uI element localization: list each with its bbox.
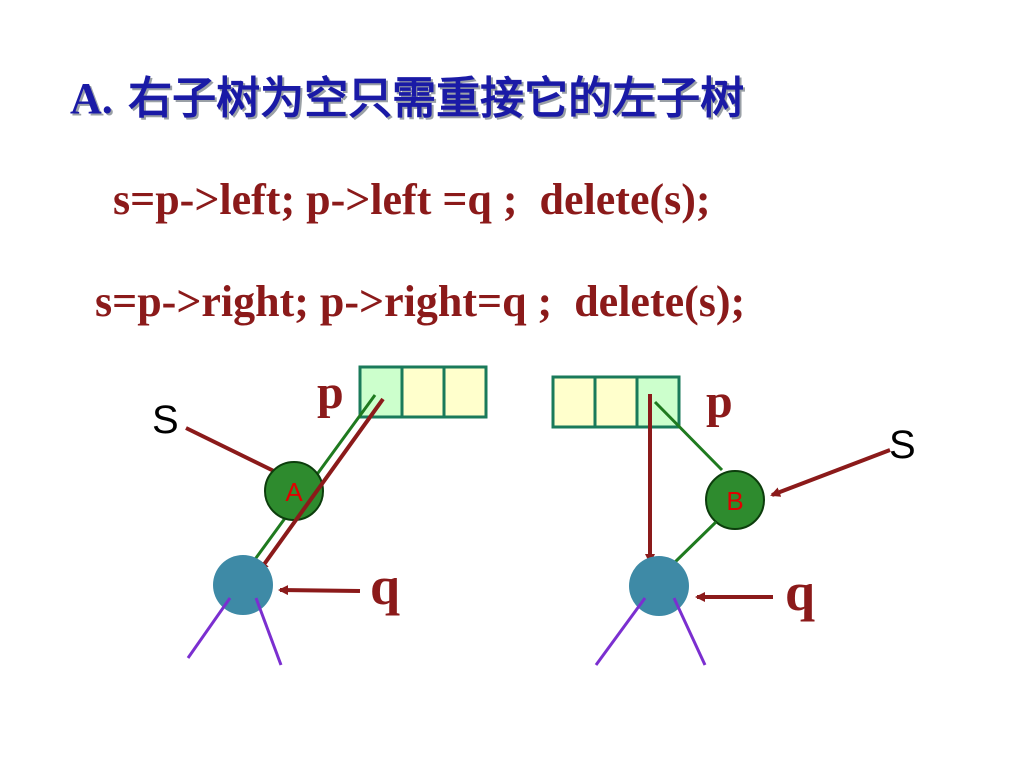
- right-subtree-edge-right: [672, 597, 707, 666]
- left-q-label: q: [370, 556, 400, 616]
- right-s-label: S: [889, 423, 916, 467]
- code-line-left: s=p->left; p->left =q ; delete(s);: [113, 175, 711, 224]
- left-diagram: p S A q: [152, 365, 488, 666]
- heading-text: 右子树为空只需重接它的左子树: [128, 73, 745, 124]
- right-p-label: p: [706, 375, 733, 428]
- slide-heading: A. 右子树为空只需重接它的左子树: [70, 62, 1000, 126]
- right-s-arrow: [770, 448, 891, 497]
- right-node-cell-mid: [593, 375, 639, 429]
- right-node-cell-left: [551, 375, 597, 429]
- left-new-link-arrow: [258, 397, 385, 572]
- right-node-b-label: B: [726, 486, 743, 516]
- left-node-a-label: A: [285, 477, 303, 507]
- right-old-link-upper: [653, 400, 724, 472]
- left-q-node: [213, 555, 273, 615]
- code-line-right: s=p->right; p->right=q ; delete(s);: [95, 277, 746, 326]
- heading-prefix: A.: [70, 74, 113, 123]
- left-p-label: p: [317, 366, 344, 419]
- left-subtree-edge-right: [254, 597, 283, 666]
- right-old-link-lower: [670, 520, 718, 567]
- right-node-b: [705, 470, 765, 530]
- left-s-label: S: [152, 398, 179, 442]
- left-q-arrow: [278, 585, 361, 596]
- left-subtree-edge-left: [186, 597, 232, 659]
- left-node-cell-left: [358, 365, 404, 419]
- left-node-cell-right: [442, 365, 488, 419]
- right-diagram: p S B q: [551, 375, 916, 666]
- left-node-cell-mid: [400, 365, 446, 419]
- right-subtree-edge-left: [594, 597, 647, 666]
- left-s-arrow: [185, 426, 286, 478]
- right-q-label: q: [785, 562, 815, 622]
